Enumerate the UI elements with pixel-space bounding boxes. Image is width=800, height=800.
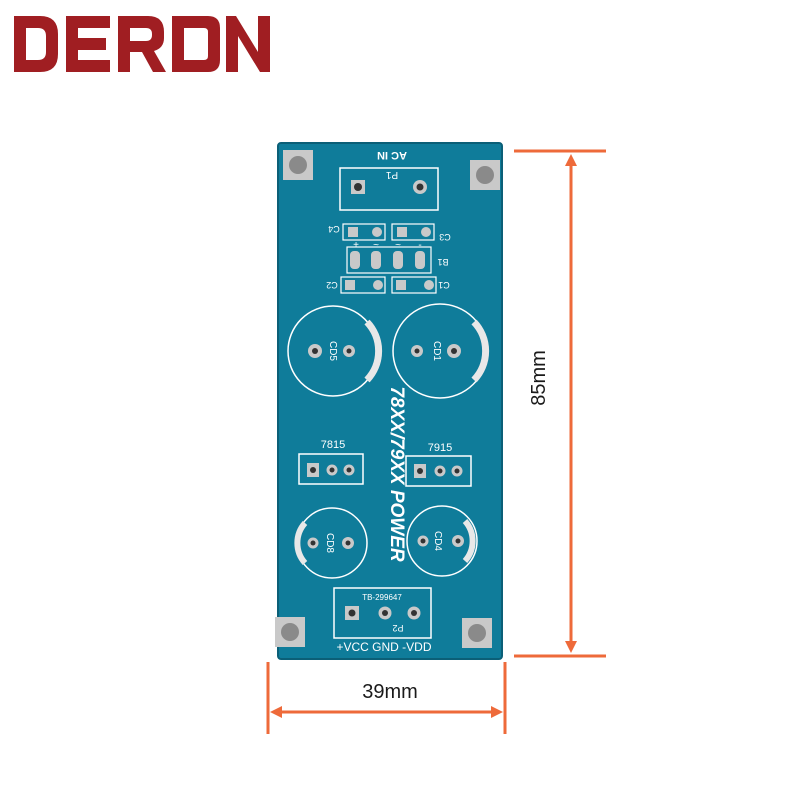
bridge-mark-plus: +: [353, 240, 359, 251]
mounting-hole-top-left: [283, 150, 313, 180]
board-title: 78XX/79XX POWER: [386, 386, 407, 562]
mounting-hole-bottom-left: [275, 617, 305, 647]
regulator-7915: [405, 455, 472, 487]
b1-label: B1: [437, 257, 448, 267]
cap-cd8: [294, 507, 368, 579]
width-label: 39mm: [362, 681, 418, 703]
cap-cd5: [287, 305, 383, 397]
cd4-label: CD4: [432, 531, 443, 551]
cap-c3-c4-row: [342, 223, 435, 241]
header-ac-in: [339, 167, 439, 211]
mounting-hole-bottom-right: [462, 618, 492, 648]
p2-label: P2: [392, 623, 403, 633]
cap-cd4: [406, 505, 478, 577]
width-dimension: [266, 662, 507, 734]
c1-label: C1: [438, 280, 450, 290]
cap-cd1: [392, 303, 490, 399]
cd1-label: CD1: [431, 341, 442, 361]
c2-label: C2: [326, 280, 338, 290]
terminal-label: TB-299647: [362, 593, 402, 602]
bridge-mark-ac2: ~: [395, 240, 401, 251]
bridge-b1: [346, 246, 432, 274]
cap-c1-c2-row: [340, 276, 437, 294]
height-label: 85mm: [528, 350, 550, 406]
pcb-board: AC IN P1 C4 C3 + ~ ~ - B1: [275, 142, 503, 660]
reg-7915-label: 7915: [428, 442, 452, 454]
cd8-label: CD8: [324, 533, 335, 553]
output-pins-label: +VCC GND -VDD: [336, 640, 431, 654]
bridge-mark-ac1: ~: [373, 240, 379, 251]
c3-label: C3: [439, 232, 451, 242]
height-dimension: [514, 149, 606, 658]
ac-in-label: AC IN: [377, 149, 407, 161]
terminal-p2: [333, 587, 432, 639]
mounting-hole-top-right: [470, 160, 500, 190]
p1-label: P1: [385, 169, 398, 180]
bridge-mark-minus: -: [418, 240, 421, 251]
cd5-label: CD5: [327, 341, 338, 361]
reg-7815-label: 7815: [321, 439, 345, 451]
derone-logo: [14, 16, 270, 72]
c4-label: C4: [328, 224, 340, 234]
regulator-7815: [298, 453, 364, 485]
